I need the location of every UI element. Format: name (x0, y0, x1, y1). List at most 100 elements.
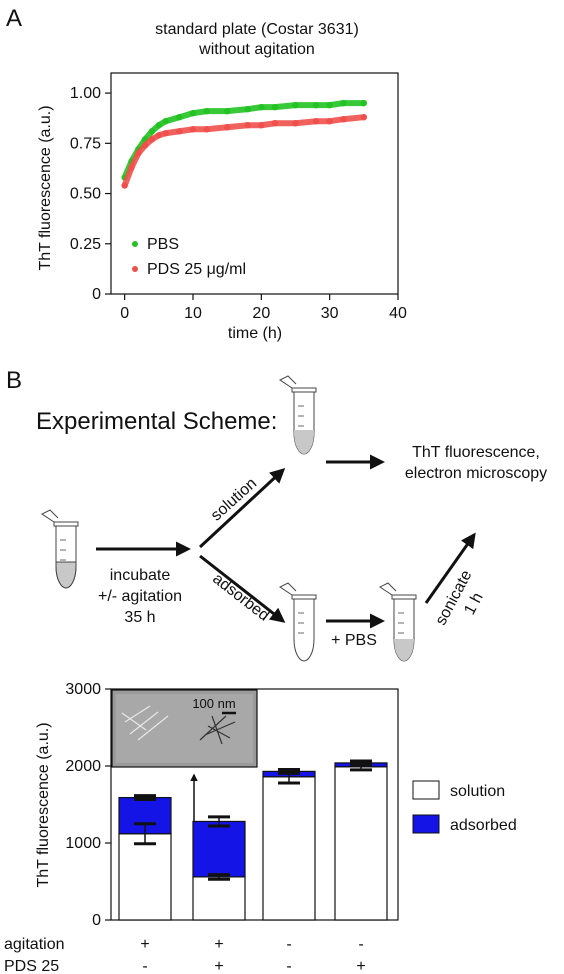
em-scale-bar-label: 100 nm (192, 696, 235, 711)
data-point-pds (155, 132, 163, 139)
panel-a-series (121, 99, 368, 189)
legend-swatch-adsorbed (412, 814, 440, 834)
panel-a-title-line2: without agitation (198, 41, 315, 58)
row-label-agitation: agitation (4, 936, 65, 953)
condition-marks: +-++---+ (140, 936, 365, 974)
data-point-pbs (189, 109, 197, 117)
bar-solution (334, 766, 388, 921)
scheme-plus-pbs-label: + PBS (331, 632, 377, 649)
pds-mark: + (214, 958, 223, 974)
data-point-pbs (162, 118, 169, 125)
data-point-pds (135, 150, 142, 157)
data-point-pds (360, 114, 368, 121)
data-point-pds (141, 142, 149, 149)
scheme-incubate-line2: +/- agitation (98, 588, 182, 605)
bar-solution (118, 833, 172, 921)
bar-solution (192, 876, 246, 921)
panel-b-label: B (6, 367, 22, 394)
scheme-readout-line1: ThT fluorescence, (412, 444, 540, 461)
data-point-pds (162, 130, 169, 137)
agitation-mark: - (286, 936, 291, 953)
em-micrograph-inset: 100 nm (111, 689, 258, 768)
legend-marker-pbs (132, 241, 138, 247)
legend-marker-pds (132, 266, 138, 272)
data-point-pds (326, 118, 333, 125)
agitation-mark: + (214, 936, 223, 953)
bar-adsorbed (192, 820, 246, 878)
data-point-pbs (360, 99, 368, 107)
scheme-title: Experimental Scheme: (36, 408, 277, 435)
tube-solution-icon (279, 375, 317, 455)
arrow-solution (198, 467, 286, 549)
data-point-pbs (155, 122, 163, 129)
y-tick-label: 0.75 (70, 135, 101, 152)
data-point-pbs (340, 99, 347, 107)
data-point-pbs (258, 103, 265, 111)
tube-adsorbed-icon (279, 582, 317, 662)
y-tick-label: 1000 (65, 835, 101, 852)
tube-start-icon (41, 509, 79, 589)
legend-label-pds: PDS 25 μg/ml (147, 261, 246, 278)
data-point-pbs (292, 101, 299, 109)
data-point-pbs (223, 107, 231, 115)
data-point-pds (189, 126, 197, 133)
panel-a-title-line1: standard plate (Costar 3631) (155, 21, 359, 38)
legend-label-pbs: PBS (147, 236, 179, 253)
data-point-pds (292, 120, 299, 127)
data-point-pds (203, 126, 210, 133)
bar-solution (262, 776, 316, 921)
panel-a-y-ticks: 00.250.500.751.00 (70, 85, 111, 303)
data-point-pds (176, 128, 183, 135)
panel-b-frame (110, 688, 399, 921)
scheme-readout-line2: electron microscopy (405, 465, 547, 482)
data-point-pbs (203, 107, 210, 115)
tube-sonicated-icon (379, 582, 417, 662)
x-tick-label: 20 (252, 305, 270, 322)
pds-mark: + (356, 958, 365, 974)
panel-a-frame (110, 72, 399, 295)
x-tick-label: 30 (321, 305, 339, 322)
y-tick-label: 2000 (65, 758, 101, 775)
data-point-pds (340, 116, 347, 123)
y-tick-label: 0.50 (70, 186, 101, 203)
pds-mark: - (142, 958, 147, 974)
y-tick-label: 3000 (65, 681, 101, 698)
arrow-sonicate (424, 532, 476, 604)
data-point-pds (148, 136, 156, 143)
panel-b-legend: solution adsorbed (412, 780, 517, 834)
data-point-pbs (176, 114, 183, 121)
x-tick-label: 0 (120, 305, 129, 322)
y-tick-label: 0 (92, 286, 101, 303)
data-point-pds (312, 118, 320, 125)
scheme-incubate-line3: 35 h (124, 609, 155, 626)
data-point-pbs (312, 101, 320, 109)
data-point-pbs (148, 128, 156, 135)
scheme-adsorbed-label: adsorbed (209, 570, 272, 624)
data-point-pds (223, 124, 231, 131)
data-point-pds (121, 182, 128, 189)
data-point-pbs (271, 103, 279, 111)
data-point-pds (244, 122, 251, 129)
legend-label-adsorbed: adsorbed (450, 817, 517, 834)
arrow-adsorbed (199, 554, 286, 623)
y-tick-label: 1.00 (70, 85, 101, 102)
panel-b-y-axis-label: ThT fluorescence (a.u.) (35, 722, 52, 887)
series-line-pbs (121, 100, 367, 181)
row-label-pds: PDS 25 (4, 958, 59, 974)
data-point-pds (128, 164, 135, 171)
panel-b-bars (118, 759, 388, 921)
panel-a-x-axis-label: time (h) (228, 325, 282, 342)
scheme-incubate-line1: incubate (110, 567, 171, 584)
x-tick-label: 10 (184, 305, 202, 322)
agitation-mark: - (358, 936, 363, 953)
panel-a-label: A (6, 5, 22, 32)
data-point-pds (258, 122, 265, 129)
data-point-pds (271, 120, 279, 127)
panel-a-legend: PBS PDS 25 μg/ml (132, 236, 246, 278)
pds-mark: - (286, 958, 291, 974)
